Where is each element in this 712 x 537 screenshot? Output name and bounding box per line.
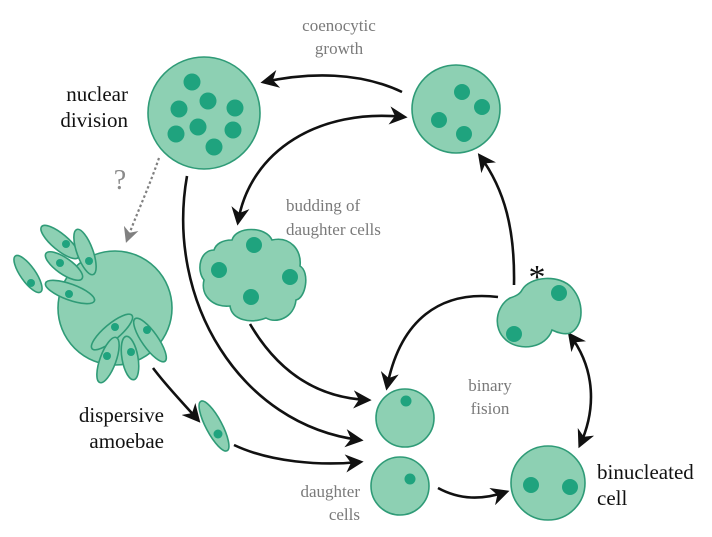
cell-dispersive-amoeba xyxy=(198,400,230,452)
label-budding-line2: daughter cells xyxy=(286,220,381,239)
arrow-uncertain xyxy=(123,157,161,243)
arrow-daughter-to-binucleated xyxy=(437,486,510,506)
label-coenocytic-growth-line1: coenocytic xyxy=(302,16,376,35)
arrow-binucleated-dividing xyxy=(567,332,595,449)
cell-dividing xyxy=(496,277,582,348)
label-nuclear-division-line2: division xyxy=(60,108,128,132)
nuclei xyxy=(27,240,151,360)
nuclei xyxy=(431,84,490,142)
label-dispersive-amoebae-line2: amoebae xyxy=(89,429,164,453)
cells xyxy=(13,56,586,521)
arrow-cluster-to-amoeba xyxy=(151,367,201,423)
label-nuclear-division-line1: nuclear xyxy=(66,82,128,106)
cell-budding xyxy=(199,228,307,322)
arrow-multinucleate-to-daughter xyxy=(181,175,364,448)
nuclei xyxy=(167,73,244,156)
label-budding-line1: budding of xyxy=(286,196,360,215)
arrow-dividing-to-coenocyte xyxy=(477,153,516,286)
label-coenocytic-growth-line2: growth xyxy=(315,39,364,58)
cell-daughter-bottom xyxy=(370,456,430,516)
labels: nuclear division coenocytic growth buddi… xyxy=(60,16,694,524)
cell-amoebae-cluster xyxy=(13,224,173,384)
label-binucleated-line2: cell xyxy=(597,486,627,510)
label-binary-fission-line1: binary xyxy=(468,376,512,395)
arrow-binary-fission xyxy=(380,294,499,391)
label-daughter-cells-line2: cells xyxy=(329,505,360,524)
arrow-coenocytic-growth xyxy=(260,70,403,94)
arrows xyxy=(151,70,595,506)
cell-multinucleate xyxy=(147,56,261,170)
label-binucleated-line1: binucleated xyxy=(597,460,694,484)
cell-binucleated xyxy=(510,445,586,521)
cell-daughter-top xyxy=(375,388,435,448)
label-dispersive-amoebae-line1: dispersive xyxy=(79,403,164,427)
label-daughter-cells-line1: daughter xyxy=(301,482,361,501)
arrow-budding-to-daughter xyxy=(248,323,372,409)
nuclei xyxy=(211,237,298,305)
cell-coenocyte xyxy=(411,64,501,154)
label-question-mark: ? xyxy=(114,165,126,196)
label-binary-fission-line2: fision xyxy=(471,399,510,418)
label-asterisk: * xyxy=(529,259,546,296)
arrow-coenocyte-budding xyxy=(231,106,408,226)
arrow-amoeba-to-daughter xyxy=(233,443,364,473)
amoebae xyxy=(13,224,168,384)
